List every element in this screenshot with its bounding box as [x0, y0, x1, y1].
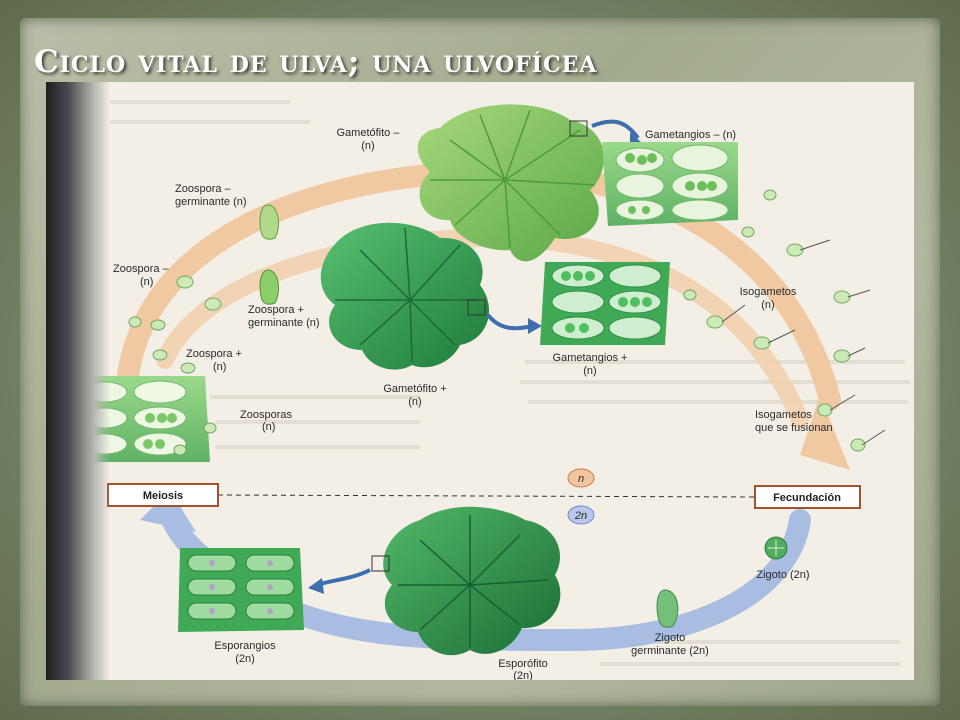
zigoto-label: Zigoto (2n)	[756, 569, 809, 581]
meiosis-label: Meiosis	[143, 490, 183, 502]
svg-text:2n: 2n	[574, 510, 587, 522]
diploid-marker: 2n	[567, 505, 595, 525]
arrow-to-sporangia	[317, 568, 371, 587]
gametangios-minus-label: Gametangios – (n)	[645, 129, 736, 141]
gametofito-minus-label: Gametófito –	[337, 127, 401, 139]
textbook-photo: Meiosis Fecundación n 2n Gametófito – (n…	[46, 82, 914, 680]
svg-text:(n): (n)	[583, 365, 596, 377]
zigoto-germinante-label: Zigoto	[655, 632, 686, 644]
gametophyte-minus-thallus	[417, 104, 604, 262]
germinating-zygote	[656, 589, 679, 628]
svg-text:n: n	[578, 473, 584, 485]
gametangios-plus-label: Gametangios +	[553, 352, 628, 364]
zoospora-minus-germinante-label: Zoospora –	[175, 183, 232, 195]
svg-text:(n): (n)	[361, 140, 374, 152]
sporophyte-thallus	[371, 506, 561, 656]
esporofito-label: Esporófito	[498, 658, 548, 670]
fecundacion-label: Fecundación	[773, 492, 841, 504]
zoospora-minus-label: Zoospora –	[113, 263, 170, 275]
life-cycle-diagram: Meiosis Fecundación n 2n Gametófito – (n…	[78, 100, 910, 680]
meiosis-box: Meiosis	[107, 483, 219, 507]
svg-text:(2n): (2n)	[235, 653, 255, 665]
ploidy-divider	[217, 494, 756, 498]
svg-text:que se fusionan: que se fusionan	[755, 422, 833, 434]
upper-arrowhead	[800, 395, 850, 470]
haploid-marker: n	[567, 468, 595, 488]
svg-text:germinante (n): germinante (n)	[248, 317, 320, 329]
zoospora-plus-germinante-label: Zoospora +	[248, 304, 304, 316]
sporophyte-detail-box	[371, 555, 390, 572]
gametophyte-plus-thallus	[320, 222, 490, 370]
book-gutter-shadow	[46, 82, 110, 680]
isogametos-fusion-label: Isogametos	[755, 409, 812, 421]
diagram-labels: Gametófito – (n) Gametangios – (n) Zoosp…	[113, 127, 833, 680]
svg-text:(n): (n)	[262, 421, 275, 433]
svg-text:germinante (2n): germinante (2n)	[631, 645, 709, 657]
fecundacion-box: Fecundación	[754, 485, 861, 509]
svg-text:(n): (n)	[408, 396, 421, 408]
lower-arrowhead	[140, 490, 196, 532]
svg-text:(n): (n)	[213, 361, 226, 373]
slide-title: Ciclo vital de ulva; una ulvofícea	[34, 44, 598, 80]
sporangia-cells	[178, 548, 304, 632]
germinating-zoospores	[259, 204, 279, 305]
arrow-to-gametangia-plus	[486, 313, 533, 331]
background-page-text	[110, 100, 910, 666]
zoospores	[128, 275, 222, 456]
gametangia-plus-cells	[540, 262, 670, 345]
zoospora-plus-label: Zoospora +	[186, 348, 242, 360]
svg-text:germinante (n): germinante (n)	[175, 196, 247, 208]
svg-text:(2n): (2n)	[513, 670, 533, 680]
esporangios-label: Esporangios	[214, 640, 276, 652]
isogametes	[683, 189, 886, 452]
zoosporas-label: Zoosporas	[240, 409, 292, 421]
gametophyte-minus-detail-box	[569, 120, 588, 137]
isogametos-label: Isogametos	[740, 286, 797, 298]
gametophyte-plus-detail-box	[467, 299, 486, 316]
svg-text:(n): (n)	[761, 299, 774, 311]
svg-text:(n): (n)	[140, 276, 153, 288]
arrow-to-gametangia-minus	[591, 119, 640, 140]
gametofito-plus-label: Gametófito +	[383, 383, 446, 395]
zygote	[764, 536, 788, 560]
gametangia-minus-cells	[602, 142, 738, 226]
